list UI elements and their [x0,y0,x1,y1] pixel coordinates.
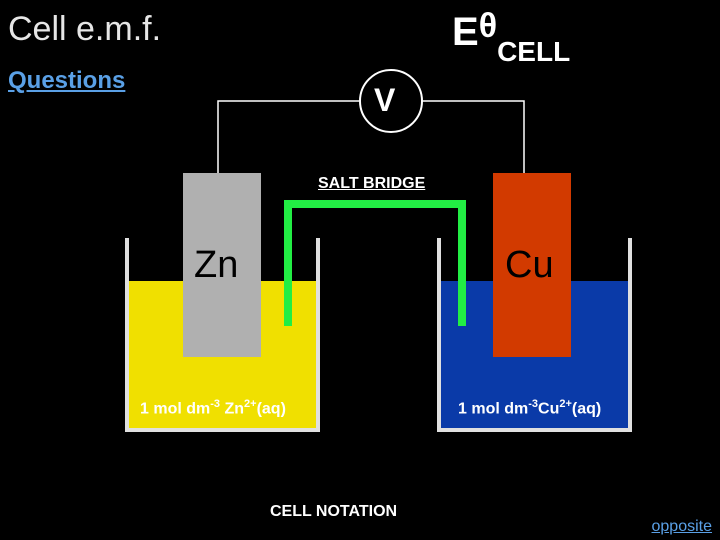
zinc-label: Zn [194,244,239,286]
cell-emf-symbol: EθCELL [452,7,570,67]
emf-superscript: θ [478,7,498,45]
wire-right [420,100,525,173]
copper-label: Cu [505,244,554,286]
questions-link[interactable]: Questions [8,67,126,94]
voltmeter [359,69,423,133]
right-solution-label: 1 mol dm-3Cu2+(aq) [458,398,602,418]
opposite-link[interactable]: opposite [651,518,713,535]
salt-bridge [284,200,466,326]
wire-left [217,100,362,173]
zinc-electrode [183,173,261,357]
page-title: Cell e.m.f. [8,10,162,48]
voltmeter-label: V [374,82,396,118]
right-beaker [437,238,632,432]
left-solution-label: 1 mol dm-3 Zn2+(aq) [140,398,286,418]
left-beaker [125,238,320,432]
emf-main: E [452,10,479,54]
emf-subscript: CELL [497,36,571,67]
salt-bridge-label: SALT BRIDGE [318,175,426,192]
cell-notation-label: CELL NOTATION [270,503,398,520]
copper-electrode [493,173,571,357]
